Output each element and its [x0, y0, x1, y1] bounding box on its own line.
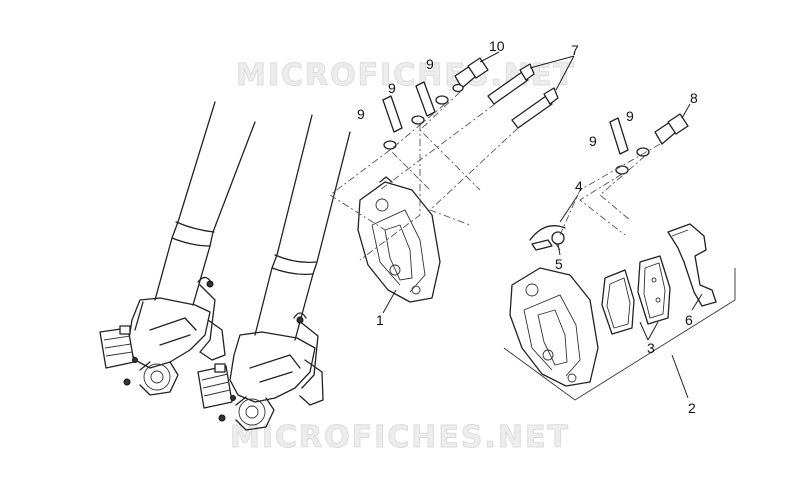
- brake-pads: [601, 255, 671, 335]
- callout-9-d: 9: [589, 133, 597, 149]
- callout-6: 6: [685, 312, 693, 328]
- callout-1: 1: [376, 312, 384, 328]
- callout-9-a: 9: [357, 106, 365, 122]
- brake-caliper-left: [357, 176, 441, 303]
- fork-leg-left: [99, 101, 256, 396]
- brake-caliper-right: [509, 267, 599, 387]
- callout-2: 2: [688, 400, 696, 416]
- watermark-bottom: MICROFICHES.NET: [230, 420, 570, 455]
- pad-spring: [667, 223, 717, 307]
- fork-leg-right: [197, 114, 351, 431]
- callout-10: 10: [489, 38, 505, 54]
- callout-3: 3: [647, 340, 655, 356]
- assembly-lines: [329, 91, 661, 261]
- callout-labels: 1 2 3 4 5 6 7 8 9 9 9 9 9 10: [357, 38, 698, 416]
- callout-5: 5: [555, 256, 563, 272]
- assembly-bracket: [503, 268, 736, 401]
- callout-9-c: 9: [426, 56, 434, 72]
- pad-pin-and-clip: [529, 225, 566, 251]
- callout-4: 4: [575, 178, 583, 194]
- callout-9-e: 9: [626, 108, 634, 124]
- callout-7: 7: [571, 42, 579, 58]
- leader-lines: [382, 51, 703, 399]
- callout-8: 8: [690, 90, 698, 106]
- callout-9-b: 9: [388, 80, 396, 96]
